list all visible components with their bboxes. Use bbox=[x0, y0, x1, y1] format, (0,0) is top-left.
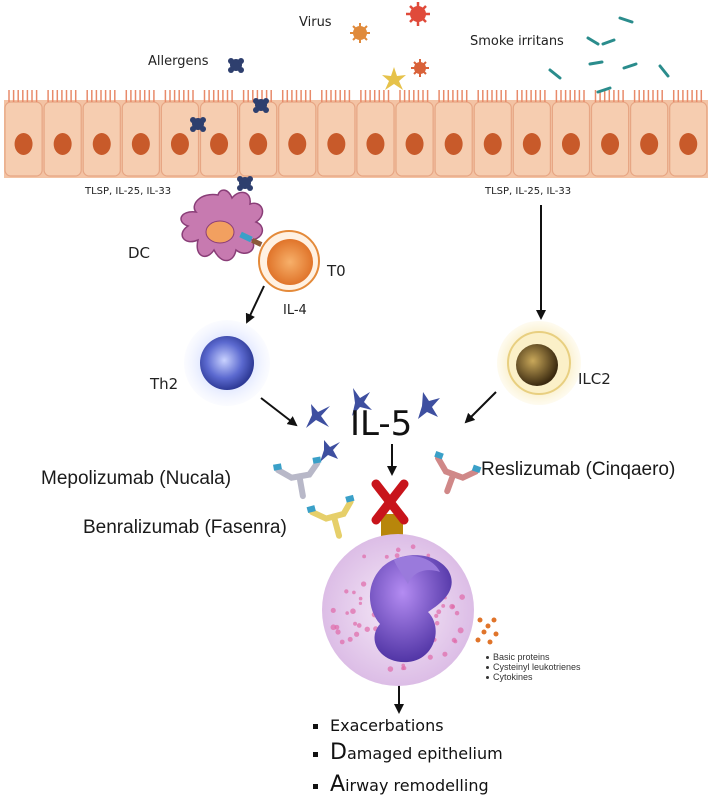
secreted-products-list: Basic proteins Cysteinyl leukotrienes Cy… bbox=[486, 652, 581, 682]
allergen-icon bbox=[228, 58, 244, 73]
epithelial-nucleus bbox=[14, 133, 33, 155]
t0-cell bbox=[258, 230, 320, 292]
epithelium-layer bbox=[4, 90, 708, 178]
virus-icon bbox=[406, 2, 430, 26]
label-t0: T0 bbox=[327, 262, 346, 280]
epithelial-nucleus bbox=[679, 133, 698, 155]
epithelial-nucleus bbox=[210, 133, 229, 155]
secreted-granules bbox=[475, 617, 499, 645]
epithelial-nucleus bbox=[405, 133, 424, 155]
epithelial-nucleus bbox=[444, 133, 463, 155]
epithelial-nucleus bbox=[53, 133, 72, 155]
epithelial-nucleus bbox=[640, 133, 659, 155]
label-allergens: Allergens bbox=[148, 54, 209, 69]
allergen-particles bbox=[190, 58, 269, 191]
epithelial-nucleus bbox=[561, 133, 580, 155]
epithelial-nucleus bbox=[170, 133, 189, 155]
label-dc: DC bbox=[128, 244, 151, 262]
epithelial-nucleus bbox=[601, 133, 620, 155]
virus-particles bbox=[350, 2, 430, 90]
label-cytokines-left: TLSP, IL-25, IL-33 bbox=[85, 186, 172, 197]
virus-icon bbox=[350, 23, 370, 43]
ilc2-cell bbox=[497, 321, 581, 405]
secreted-item: Cysteinyl leukotrienes bbox=[486, 662, 581, 672]
label-reslizumab: Reslizumab (Cinqaero) bbox=[481, 459, 676, 480]
secreted-item: Basic proteins bbox=[486, 652, 581, 662]
antibody-mepolizumab-icon bbox=[273, 456, 322, 500]
label-il5: IL-5 bbox=[350, 404, 413, 444]
virus-icon bbox=[411, 59, 429, 77]
il5-receptor bbox=[381, 514, 403, 540]
block-x-icon bbox=[371, 479, 409, 525]
smoke-particles bbox=[548, 16, 670, 94]
epithelial-nucleus bbox=[92, 133, 111, 155]
label-mepolizumab: Mepolizumab (Nucala) bbox=[41, 468, 232, 489]
outcome-item: Exacerbations bbox=[313, 712, 444, 737]
label-th2: Th2 bbox=[150, 375, 179, 393]
label-benralizumab: Benralizumab (Fasenra) bbox=[83, 517, 287, 538]
dendritic-cell bbox=[180, 189, 264, 262]
label-cytokines-right: TLSP, IL-25, IL-33 bbox=[485, 186, 572, 197]
eosinophil-cell bbox=[322, 534, 474, 686]
outcome-item: Damaged epithelium bbox=[313, 740, 503, 765]
il5-molecules bbox=[306, 388, 440, 462]
epithelial-nucleus bbox=[288, 133, 307, 155]
epithelial-nucleus bbox=[366, 133, 385, 155]
il5-molecule-icon bbox=[352, 388, 372, 416]
il5-molecule-icon bbox=[306, 404, 330, 428]
th2-cell bbox=[184, 320, 270, 406]
outcome-item: Airway remodelling bbox=[313, 772, 489, 797]
allergen-icon bbox=[190, 117, 206, 132]
label-il4: IL-4 bbox=[283, 303, 307, 318]
epithelial-nucleus bbox=[483, 133, 502, 155]
il5-molecule-icon bbox=[320, 440, 340, 462]
label-smoke: Smoke irritans bbox=[470, 34, 564, 49]
epithelial-nucleus bbox=[522, 133, 541, 155]
epithelial-nucleus bbox=[131, 133, 150, 155]
allergen-icon bbox=[237, 176, 253, 191]
label-ilc2: ILC2 bbox=[578, 370, 611, 388]
antibody-reslizumab-icon bbox=[434, 450, 482, 495]
label-virus: Virus bbox=[299, 15, 332, 30]
virus-icon bbox=[382, 67, 406, 90]
allergen-icon bbox=[253, 98, 269, 113]
antibody-benralizumab-icon bbox=[306, 494, 355, 539]
secreted-item: Cytokines bbox=[486, 672, 581, 682]
epithelial-nucleus bbox=[249, 133, 268, 155]
epithelial-nucleus bbox=[327, 133, 346, 155]
il5-molecule-icon bbox=[418, 392, 440, 419]
